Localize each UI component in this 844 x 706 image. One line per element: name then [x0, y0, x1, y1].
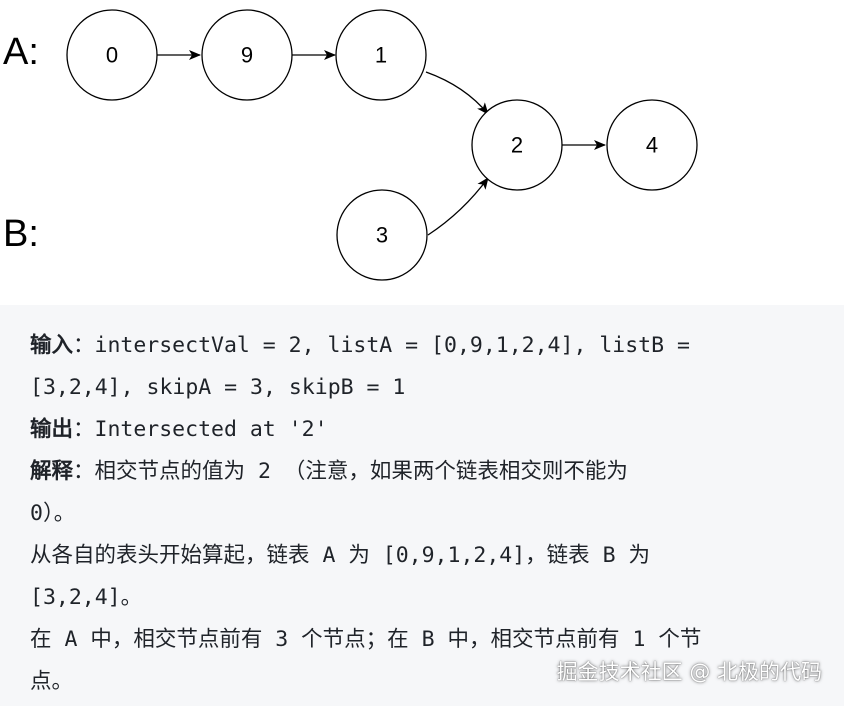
node-2-value: 2	[511, 133, 523, 158]
node-1: 1	[335, 9, 427, 101]
example-panel: 输入：intersectVal = 2, listA = [0,9,1,2,4]…	[0, 305, 844, 706]
line-text: ：Intersected at '2'	[73, 417, 328, 442]
example-line: 从各自的表头开始算起，链表 A 为 [0,9,1,2,4]，链表 B 为	[30, 535, 820, 577]
line-text: 点。	[30, 669, 74, 694]
line-text: [3,2,4]。	[30, 585, 143, 610]
example-line: 解释：相交节点的值为 2 （注意，如果两个链表相交则不能为	[30, 451, 820, 493]
node-3: 3	[336, 189, 428, 281]
line-key: 解释	[30, 459, 74, 484]
node-9-value: 9	[241, 43, 253, 68]
line-key: 输出	[30, 417, 74, 442]
linked-list-diagram: A: B: 0 9 1 2 4 3	[3, 9, 698, 281]
edge-3-to-2	[427, 177, 489, 236]
line-text: [3,2,4], skipA = 3, skipB = 1	[30, 375, 406, 400]
line-key: 输入	[30, 333, 74, 358]
node-1-value: 1	[375, 43, 387, 68]
watermark: 掘金技术社区 @ 北极的代码	[556, 660, 822, 684]
list-a-label: A:	[3, 31, 39, 73]
example-text: 输入：intersectVal = 2, listA = [0,9,1,2,4]…	[30, 325, 820, 703]
line-text: 0）。	[30, 501, 76, 526]
node-4: 4	[606, 99, 698, 191]
example-line: 在 A 中，相交节点前有 3 个节点；在 B 中，相交节点前有 1 个节	[30, 619, 820, 661]
example-line: [3,2,4]。	[30, 577, 820, 619]
node-9: 9	[201, 9, 293, 101]
node-0-value: 0	[106, 43, 118, 68]
line-text: 从各自的表头开始算起，链表 A 为 [0,9,1,2,4]，链表 B 为	[30, 543, 650, 568]
node-4-value: 4	[646, 133, 658, 158]
line-text: ：相交节点的值为 2 （注意，如果两个链表相交则不能为	[73, 459, 628, 484]
node-2: 2	[471, 99, 563, 191]
example-line: 输出：Intersected at '2'	[30, 409, 820, 451]
edge-1-to-2	[425, 71, 489, 115]
example-line: 输入：intersectVal = 2, listA = [0,9,1,2,4]…	[30, 325, 820, 367]
line-text: ：intersectVal = 2, listA = [0,9,1,2,4], …	[73, 333, 690, 358]
list-b-label: B:	[3, 213, 39, 255]
node-0: 0	[66, 9, 158, 101]
example-line: 0）。	[30, 493, 820, 535]
example-line: 点。	[30, 661, 820, 703]
example-line: [3,2,4], skipA = 3, skipB = 1	[30, 367, 820, 409]
node-3-value: 3	[376, 223, 388, 248]
line-text: 在 A 中，相交节点前有 3 个节点；在 B 中，相交节点前有 1 个节	[30, 627, 702, 652]
